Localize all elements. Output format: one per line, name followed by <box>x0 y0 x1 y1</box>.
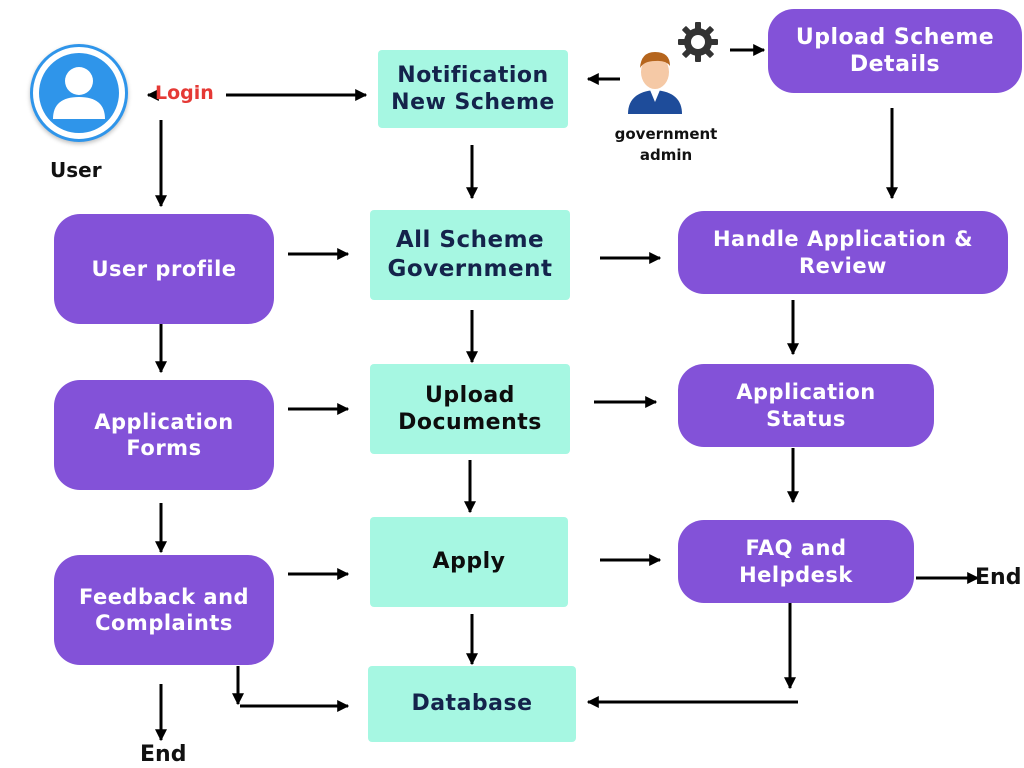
node-upload-documents: Upload Documents <box>370 364 570 454</box>
end-label-bottom: End <box>140 742 187 767</box>
node-user-profile: User profile <box>54 214 274 324</box>
admin-label: government admin <box>614 125 718 164</box>
node-handle-application-review: Handle Application & Review <box>678 211 1008 294</box>
user-label: User <box>50 158 102 182</box>
node-feedback-complaints: Feedback and Complaints <box>54 555 274 665</box>
node-faq-helpdesk: FAQ and Helpdesk <box>678 520 914 603</box>
node-notification-new-scheme: Notification New Scheme <box>378 50 568 128</box>
node-database: Database <box>368 666 576 742</box>
admin-person-icon <box>622 44 688 116</box>
node-apply: Apply <box>370 517 568 607</box>
gear-icon <box>676 20 720 64</box>
node-all-scheme-government: All Scheme Government <box>370 210 570 300</box>
login-label[interactable]: Login <box>155 82 214 104</box>
end-label-right: End <box>975 565 1022 590</box>
node-upload-scheme-details: Upload Scheme Details <box>768 9 1022 93</box>
node-application-forms: Application Forms <box>54 380 274 490</box>
user-avatar-icon <box>30 44 128 142</box>
node-application-status: Application Status <box>678 364 934 447</box>
